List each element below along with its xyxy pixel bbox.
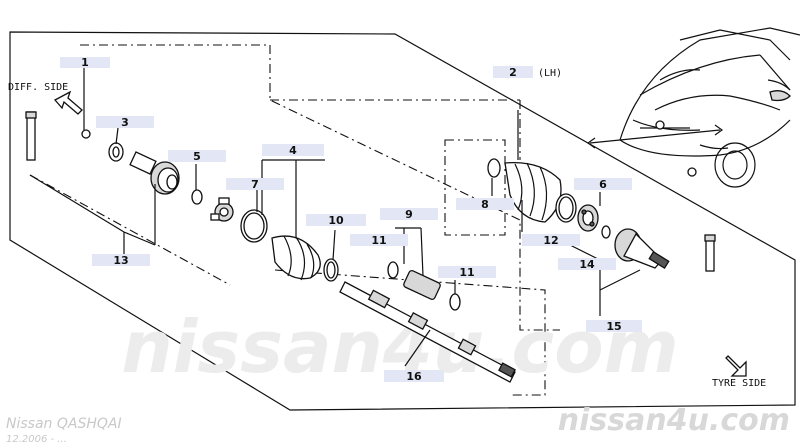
- callout-9: 9: [380, 208, 438, 221]
- part-7-boot-band: [240, 209, 268, 243]
- callout-6-text: 6: [599, 178, 607, 191]
- callout-16-text: 16: [406, 370, 422, 383]
- callout-8: 8: [456, 198, 514, 211]
- tyre-side-label: TYRE SIDE: [712, 378, 766, 389]
- diff-side-arrow-icon: [53, 90, 83, 115]
- callout-13: 13: [92, 254, 150, 267]
- callout-5-text: 5: [193, 150, 201, 163]
- callout-10-text: 10: [328, 214, 344, 227]
- watermark-bottom-right: nissan4u.com: [558, 403, 790, 438]
- callout-1: 1: [60, 56, 110, 69]
- part-12-band: [555, 193, 577, 223]
- diff-side-pin: [25, 111, 37, 161]
- part-16-shaft: [339, 281, 516, 383]
- callout-12: 12: [522, 234, 580, 247]
- callout-7-text: 7: [251, 178, 259, 191]
- group-frames: [29, 44, 560, 396]
- inner-joint-housing: [129, 151, 180, 195]
- caption-model: Nissan QASHQAI: [6, 416, 122, 432]
- callout-3: 3: [96, 116, 154, 129]
- part-5-snap-ring: [191, 189, 203, 205]
- callout-9-text: 9: [405, 208, 413, 221]
- callout-2-text: 2: [509, 66, 517, 79]
- vehicle-illustration: [619, 27, 800, 188]
- callout-4-text: 4: [289, 144, 297, 157]
- callout-11b-text: 11: [459, 266, 474, 279]
- callout-14: 14: [558, 258, 616, 271]
- callout-1-text: 1: [81, 56, 89, 69]
- callout-7: 7: [226, 178, 284, 191]
- diff-side-label: DIFF. SIDE: [8, 82, 68, 93]
- callout-12-text: 12: [543, 234, 558, 247]
- tyre-side-arrow-icon: [725, 355, 747, 377]
- assembly-frame: [9, 31, 796, 411]
- callout-15: 15: [586, 320, 642, 333]
- callout-10: 10: [306, 214, 366, 227]
- part-1-circlip: [81, 129, 91, 139]
- tripod-spider: [210, 197, 234, 222]
- callout-6: 6: [574, 178, 632, 191]
- callout-15-text: 15: [606, 320, 621, 333]
- callout-2: 2 (LH): [493, 66, 562, 79]
- cage-ring: [601, 225, 611, 239]
- part-3-ring: [108, 142, 124, 162]
- callout-11b: 11: [438, 266, 496, 279]
- callout-8-text: 8: [481, 198, 489, 211]
- callout-2-suffix: (LH): [538, 68, 562, 79]
- caption-date: 12.2006 - ...: [6, 434, 67, 445]
- callout-16: 16: [384, 370, 444, 383]
- part-9-damper: [403, 269, 441, 301]
- callout-5: 5: [168, 150, 226, 163]
- vehicle-pointer-arrow: [586, 124, 724, 149]
- outer-boot: [504, 161, 562, 223]
- callout-13-text: 13: [113, 254, 128, 267]
- part-10-band: [323, 258, 339, 282]
- callout-4: 4: [262, 144, 324, 157]
- tyre-side-pin: [704, 234, 716, 272]
- callout-11a: 11: [350, 234, 408, 247]
- callout-14-text: 14: [579, 258, 595, 271]
- part-4-inner-boot: [271, 235, 321, 281]
- part-11a-ring: [387, 261, 399, 279]
- part-6-cage: [577, 204, 599, 232]
- part-8-band: [487, 158, 501, 178]
- part-11b-ring: [449, 293, 461, 311]
- callout-3-text: 3: [121, 116, 129, 129]
- outer-joint: [614, 228, 670, 270]
- callout-11a-text: 11: [371, 234, 386, 247]
